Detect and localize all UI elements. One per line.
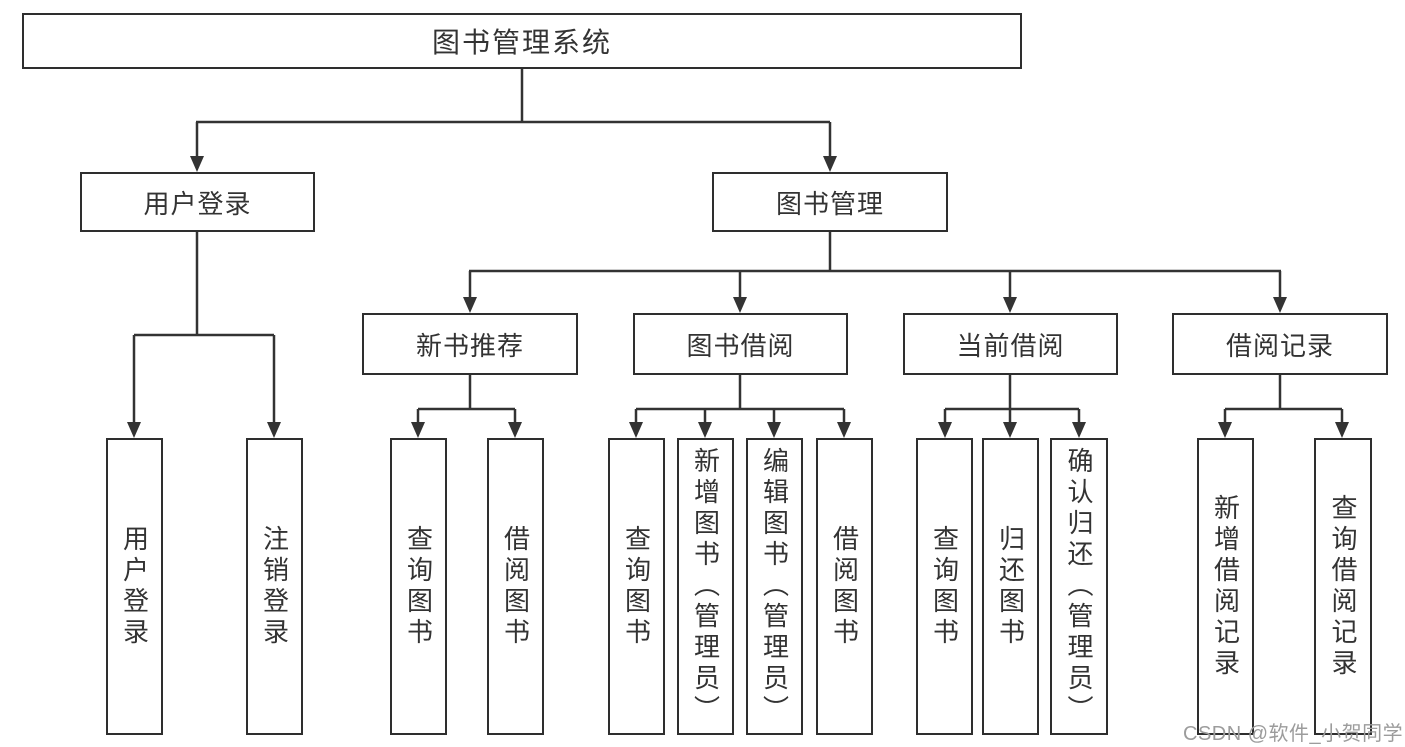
leaf-borrowing-query-books: 查询图书	[608, 438, 665, 735]
leaf-current-return-books: 归还图书	[982, 438, 1039, 735]
leaf-user-login: 用户登录	[106, 438, 163, 735]
node-new-book-recommendation: 新书推荐	[362, 313, 578, 375]
leaf-records-add-borrow-record: 新增借阅记录	[1197, 438, 1254, 735]
node-borrowing-records: 借阅记录	[1172, 313, 1388, 375]
node-current-borrowing: 当前借阅	[903, 313, 1118, 375]
node-book-management: 图书管理	[712, 172, 948, 232]
leaf-recommend-borrow-books: 借阅图书	[487, 438, 544, 735]
leaf-recommend-query-books: 查询图书	[390, 438, 447, 735]
node-user-login: 用户登录	[80, 172, 315, 232]
node-book-borrowing: 图书借阅	[633, 313, 848, 375]
leaf-current-confirm-return-admin: 确认归还（管理员）	[1050, 438, 1108, 735]
leaf-borrowing-add-books-admin: 新增图书（管理员）	[677, 438, 734, 735]
leaf-records-query-borrow-record: 查询借阅记录	[1314, 438, 1372, 735]
watermark-csdn: CSDN @软件_小贺同学	[1183, 723, 1404, 745]
leaf-borrowing-borrow-books: 借阅图书	[816, 438, 873, 735]
leaf-current-query-books: 查询图书	[916, 438, 973, 735]
leaf-logout-login: 注销登录	[246, 438, 303, 735]
leaf-borrowing-edit-books-admin: 编辑图书（管理员）	[746, 438, 803, 735]
node-library-management-system: 图书管理系统	[22, 13, 1022, 69]
